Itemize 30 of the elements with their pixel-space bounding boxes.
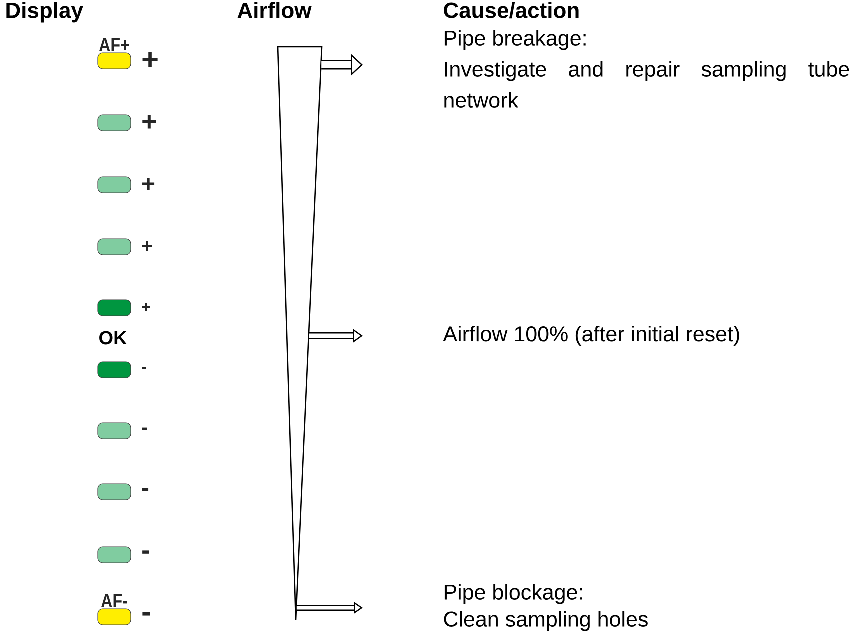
status-label: OK <box>100 331 128 345</box>
led-indicator <box>98 484 132 500</box>
sign-label: - <box>142 612 150 616</box>
led-indicator <box>98 422 132 440</box>
sign-label: - <box>142 367 146 370</box>
sign-label: - <box>142 488 149 492</box>
led-indicator <box>98 546 132 564</box>
sign-label: + <box>142 178 155 190</box>
led-indicator <box>98 238 132 256</box>
column-heading: Cause/action <box>444 2 579 19</box>
column-heading: Airflow <box>238 2 312 18</box>
cause-text: Airflow 100% (after initial reset) <box>443 326 740 346</box>
cause-text: Pipe blockage: Clean sampling holes <box>444 584 648 632</box>
sign-label: - <box>142 428 148 430</box>
led-label: AF- <box>101 594 128 608</box>
airflow-wedge <box>277 46 323 621</box>
led-indicator <box>98 114 132 132</box>
column-heading: Display <box>6 2 84 23</box>
sign-label: + <box>142 241 152 252</box>
led-indicator <box>98 300 132 316</box>
sign-label: + <box>142 52 158 68</box>
led-indicator <box>98 362 132 378</box>
led-indicator <box>98 52 132 70</box>
led-indicator <box>98 176 132 194</box>
sign-label: + <box>142 303 150 312</box>
led-label: AF+ <box>99 38 130 52</box>
led-indicator <box>98 608 132 626</box>
sign-label: - <box>142 550 150 554</box>
cause-text: Pipe breakage: Investigate and repair sampling tube network <box>444 30 850 108</box>
sign-label: + <box>142 115 156 129</box>
